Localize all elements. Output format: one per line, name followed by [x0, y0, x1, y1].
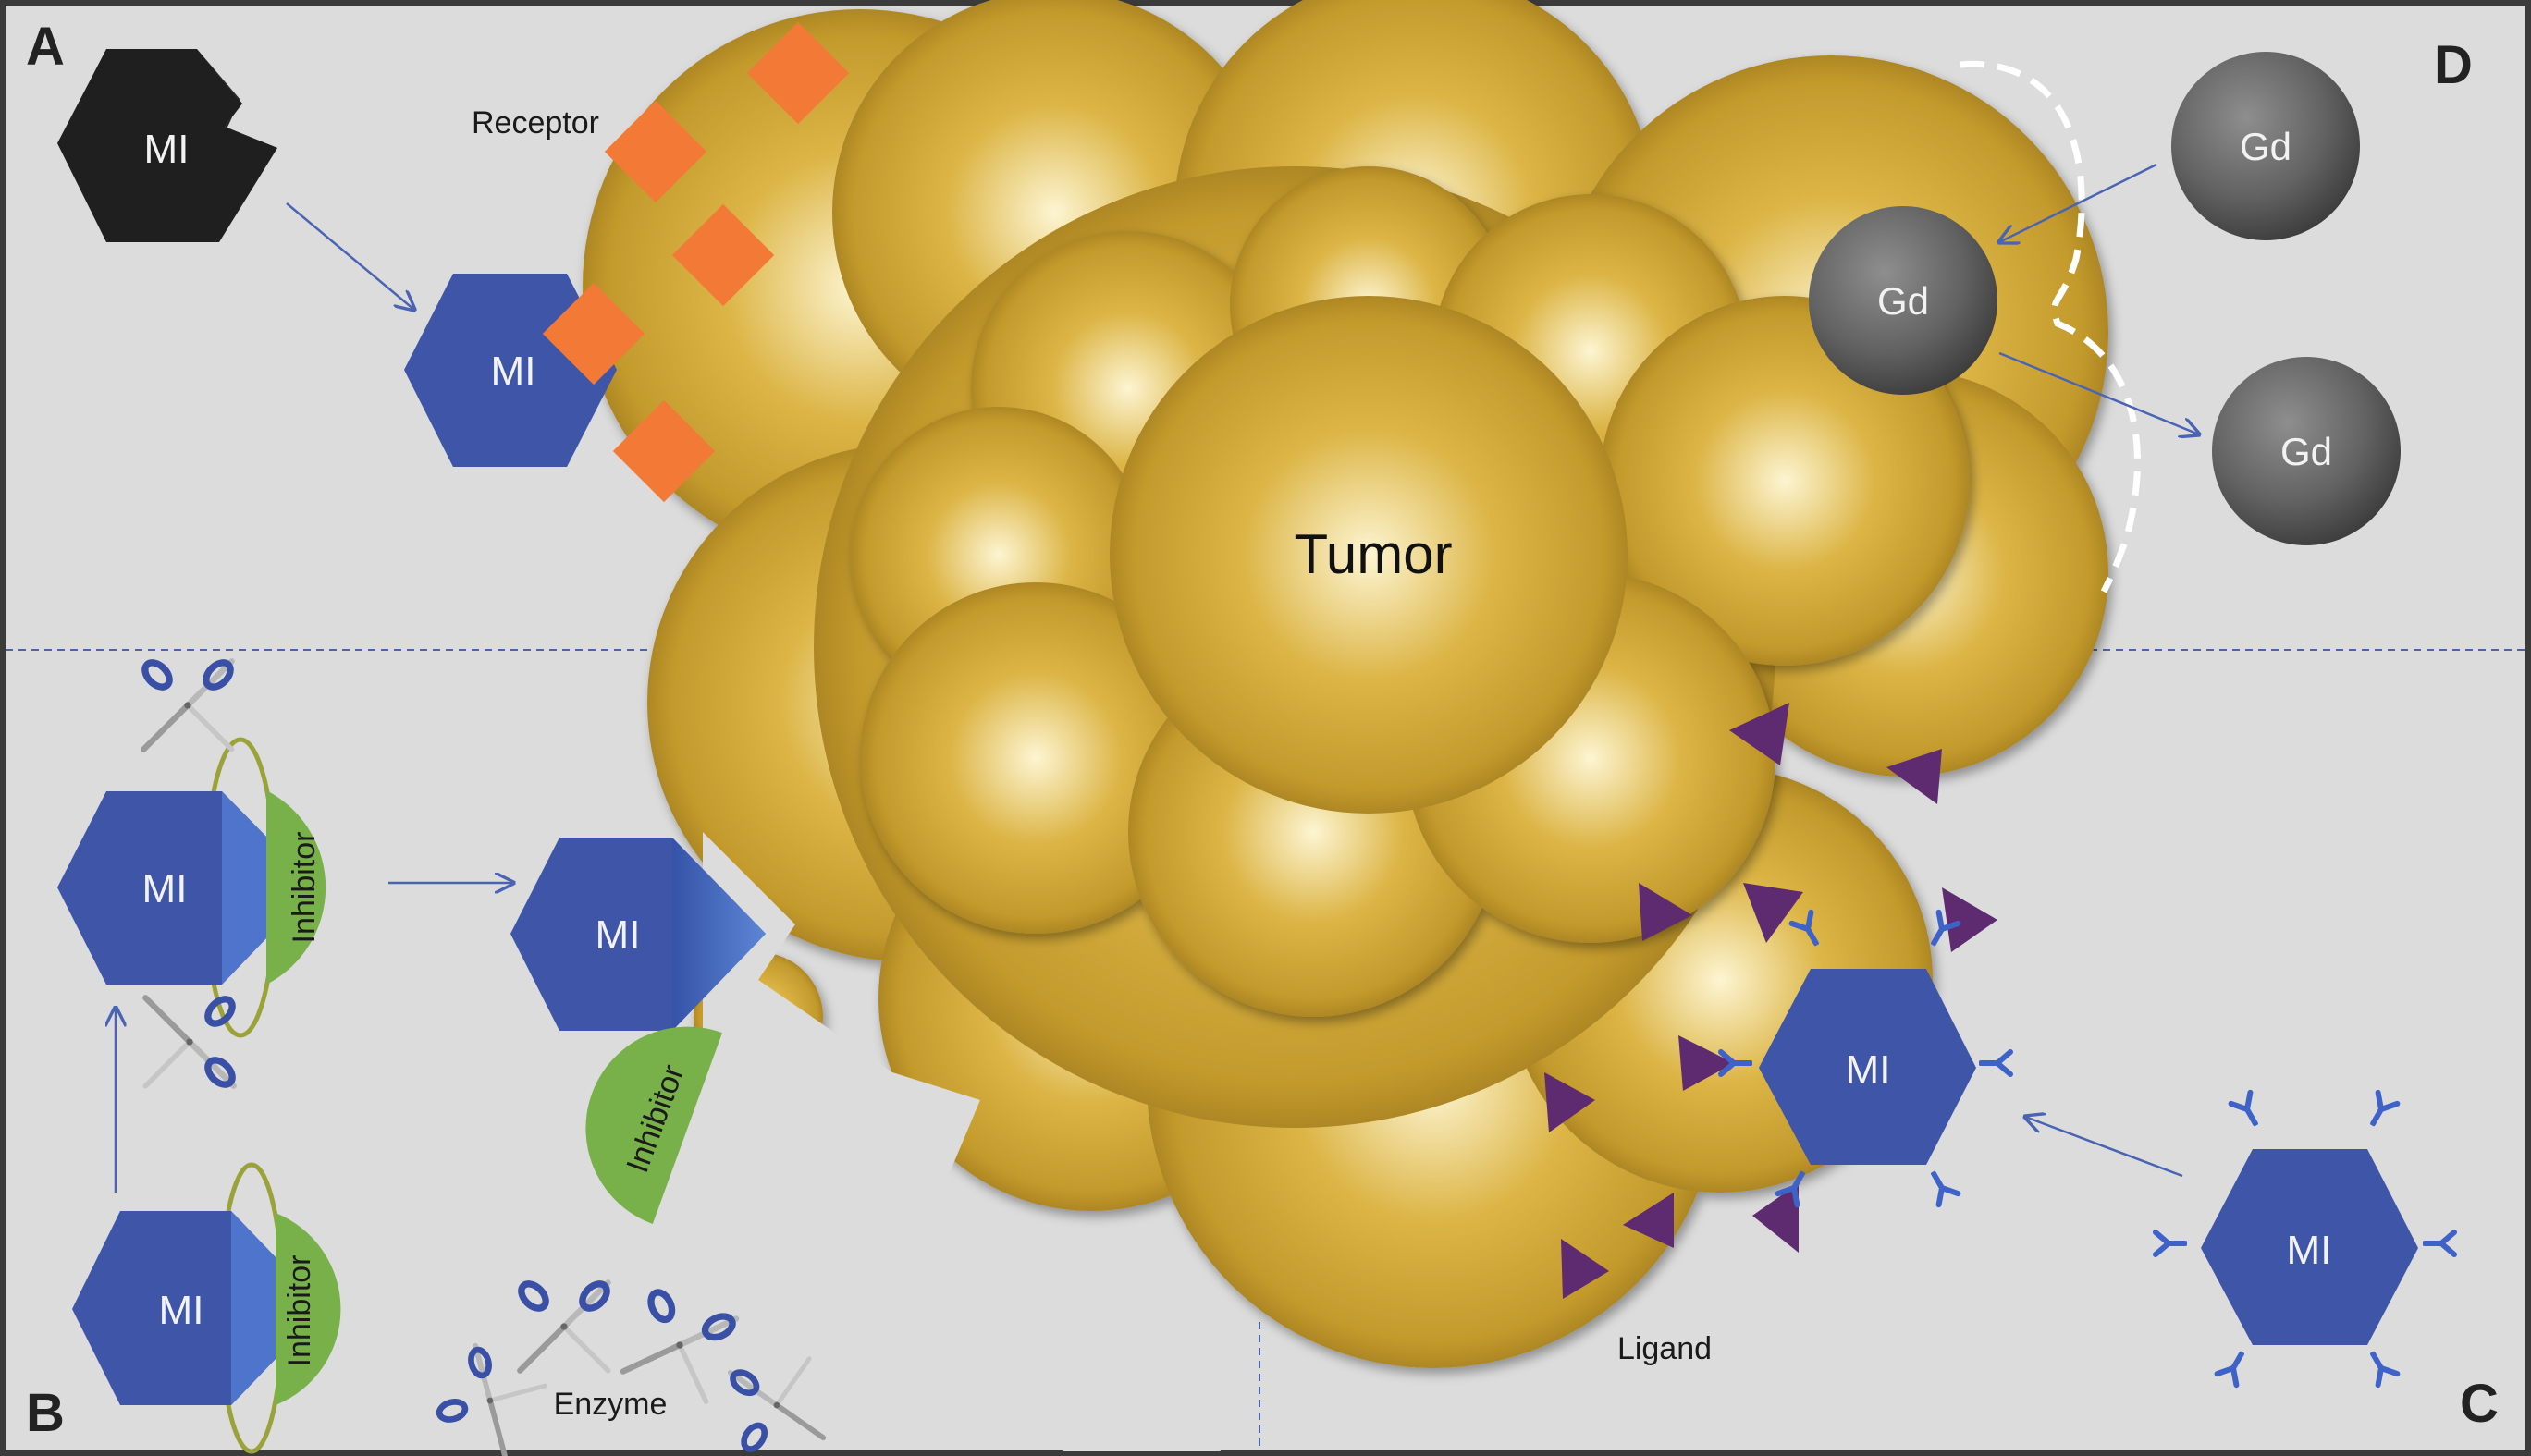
gd-in-arrow [1999, 163, 2157, 242]
ligand-marker [1752, 1183, 1799, 1253]
ligand-marker [1544, 1072, 1595, 1132]
receptors [542, 21, 850, 503]
inhibited-probe-bottom: MI Inhibitor [72, 1162, 341, 1454]
panel-a: A MI MI Receptor [26, 17, 850, 503]
probe-label: MI [2287, 1228, 2332, 1273]
receptor-marker [746, 21, 850, 125]
gd-particle-free-top [2171, 52, 2360, 240]
probe-label: MI [142, 866, 188, 912]
panel-d-letter: D [2434, 35, 2473, 95]
tumor-mass: Tumor [583, 0, 2108, 1451]
ligand-marker [1623, 1193, 1674, 1248]
gd-label: Gd [1877, 279, 1929, 323]
inhibitor-label: Inhibitor [282, 1255, 317, 1367]
ligand-label: Ligand [1617, 1331, 1712, 1366]
ligand-marker [1678, 1035, 1734, 1091]
panel-c-arrow [2025, 1117, 2183, 1178]
gd-particle-free-bottom [2212, 357, 2401, 545]
receptor-marker [612, 399, 716, 503]
enzyme-group: Enzyme [431, 1279, 823, 1456]
inactive-probe-label: MI [144, 127, 190, 172]
panel-a-arrow [286, 202, 414, 310]
panel-b: B MI Inhibitor MI Inhibitor MI [26, 658, 824, 1456]
bound-probe-label: MI [491, 349, 536, 394]
ligand-marker [1942, 887, 1997, 952]
gd-out-arrow [1998, 351, 2199, 434]
gd-particle-bound [1809, 206, 1997, 395]
panel-c-letter: C [2460, 1374, 2499, 1434]
panel-c: C MI Ligand [1544, 703, 2499, 1434]
cell-membrane-dashed [1960, 60, 2141, 593]
inhibited-probe-top: MI Inhibitor [57, 737, 326, 1038]
bound-ligand-probe: MI [1721, 912, 2010, 1205]
probe-label: MI [1846, 1047, 1891, 1093]
gd-label: Gd [2240, 125, 2291, 168]
free-ligand-probe: MI [2156, 1093, 2454, 1385]
ligands [1544, 703, 1997, 1299]
gd-label: Gd [2280, 430, 2332, 473]
panel-b-letter: B [26, 1383, 65, 1443]
activated-probe: MI [510, 838, 766, 1031]
ligand-marker [1561, 1239, 1609, 1299]
tumor-label: Tumor [1294, 523, 1452, 585]
probe-label: MI [159, 1288, 204, 1333]
inactive-probe-hexagon: MI [57, 49, 277, 242]
enzyme-label: Enzyme [554, 1387, 668, 1422]
ligand-marker [1743, 883, 1803, 943]
probe-label: MI [596, 912, 641, 958]
receptor-marker [671, 203, 775, 307]
ligand-marker [1886, 749, 1942, 804]
panel-a-letter: A [26, 17, 65, 77]
receptor-marker [604, 100, 707, 203]
ligand-marker [1639, 883, 1692, 941]
receptor-label: Receptor [472, 105, 599, 141]
receptor-marker [542, 282, 645, 385]
panel-d: D Gd Gd Gd [1809, 35, 2473, 593]
ligand-marker [1729, 703, 1789, 765]
inhibitor-label: Inhibitor [287, 832, 322, 944]
